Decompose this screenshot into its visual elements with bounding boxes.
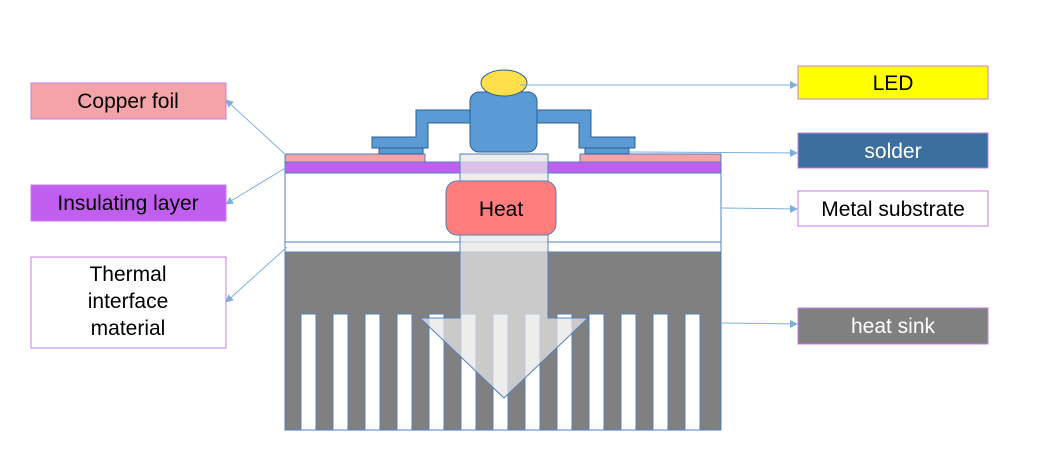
led-dome [480, 69, 528, 97]
label-heat-sink-box [797, 307, 989, 345]
label-thermal-interface-box [30, 256, 227, 349]
leader-lines [225, 81, 798, 328]
fin-gap [428, 313, 445, 431]
fin-gap [652, 313, 669, 431]
led-body [469, 91, 538, 153]
label-metal-substrate: Metal substrate [797, 190, 989, 227]
leader-copper-foil [225, 99, 288, 157]
led-lead-left [371, 109, 471, 149]
fin-gap [620, 313, 637, 431]
label-insulating-layer: Insulating layer [30, 184, 227, 222]
led-lead-right [536, 109, 636, 149]
leader-insulating-layer [225, 166, 288, 205]
label-led: LED [797, 65, 989, 100]
label-insulating-layer-text: Insulating layer [57, 192, 198, 215]
fin-gap [684, 313, 701, 431]
fin-gap [364, 313, 381, 431]
label-led-text: LED [873, 72, 914, 95]
label-thermal-interface-line1: Thermal [89, 263, 166, 286]
label-copper-foil-text: Copper foil [77, 90, 179, 113]
label-thermal-interface: Thermal interface material [30, 256, 227, 349]
label-thermal-interface-line2: interface [88, 290, 169, 313]
leader-heat-sink [720, 319, 798, 328]
label-insulating-layer-box [30, 184, 227, 222]
fin-gap [332, 313, 349, 431]
leader-solder [629, 148, 798, 157]
label-thermal-interface-line3: material [91, 317, 166, 340]
label-solder-text: solder [864, 140, 921, 163]
label-led-box [797, 65, 989, 100]
leader-thermal-interface [225, 246, 288, 303]
copper-foil-right [579, 153, 722, 163]
fin-gap [300, 313, 317, 431]
fin-gap [588, 313, 605, 431]
heat-box [445, 180, 557, 236]
fin-gap [396, 313, 413, 431]
leader-metal-substrate [720, 204, 798, 213]
label-solder-box [797, 132, 989, 169]
label-heat-sink: heat sink [797, 307, 989, 345]
heat-label: Heat [479, 198, 524, 221]
label-copper-foil: Copper foil [30, 82, 227, 120]
label-metal-substrate-text: Metal substrate [821, 198, 965, 221]
copper-foil-left [284, 153, 426, 163]
label-copper-foil-box [30, 82, 227, 120]
label-metal-substrate-box [797, 190, 989, 227]
label-heat-sink-text: heat sink [851, 315, 936, 338]
label-solder: solder [797, 132, 989, 169]
